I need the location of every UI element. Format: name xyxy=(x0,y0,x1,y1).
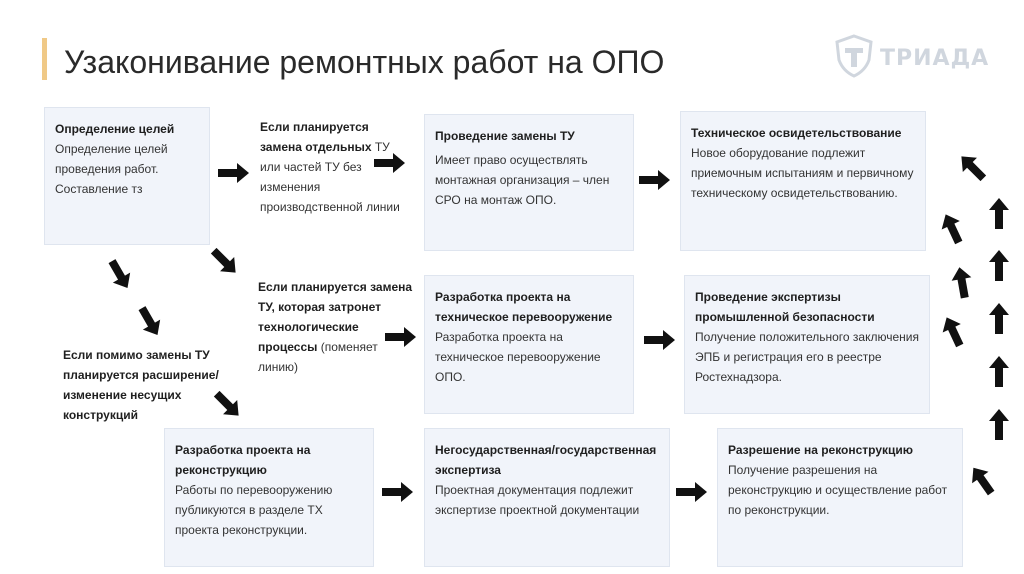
box-state-exam-heading: Негосударственная/государственная экспер… xyxy=(435,443,657,477)
title-accent-bar xyxy=(42,38,47,80)
box-recon-project: Разработка проекта на реконструкцию Рабо… xyxy=(164,428,374,567)
box-replace-body: Имеет право осуществлять монтажная орган… xyxy=(435,153,610,207)
box-state-exam-body: Проектная документация подлежит эксперти… xyxy=(435,483,640,517)
box-recon-project-heading: Разработка проекта на реконструкцию xyxy=(175,443,311,477)
box-epb: Проведение экспертизы промышленной безоп… xyxy=(684,275,930,414)
box-permit-body: Получение разрешения на реконструкцию и … xyxy=(728,463,948,517)
box-tech-exam-heading: Техническое освидетельствование xyxy=(691,126,902,140)
note-process-change: Если планируется замена ТУ, которая затр… xyxy=(258,277,418,377)
box-rearm-project-body: Разработка проекта на техническое перево… xyxy=(435,330,601,384)
box-rearm-project-heading: Разработка проекта на техническое перево… xyxy=(435,290,613,324)
box-epb-heading: Проведение экспертизы промышленной безоп… xyxy=(695,290,875,324)
box-replace: Проведение замены ТУ Имеет право осущест… xyxy=(424,114,634,251)
box-permit: Разрешение на реконструкцию Получение ра… xyxy=(717,428,963,567)
logo: ТРИАДА xyxy=(834,34,989,83)
page-title: Узаконивание ремонтных работ на ОПО xyxy=(64,44,665,80)
box-goals-body: Определение целей проведения работ. Сост… xyxy=(55,142,168,196)
note-partial-replacement-rest: ТУ или частей ТУ без изменения производс… xyxy=(260,140,400,214)
note-structural-change-bold: Если помимо замены ТУ планируется расшир… xyxy=(63,348,219,422)
box-goals: Определение целей Определение целей пров… xyxy=(44,107,210,245)
note-structural-change: Если помимо замены ТУ планируется расшир… xyxy=(63,345,223,425)
box-goals-heading: Определение целей xyxy=(55,122,175,136)
box-state-exam: Негосударственная/государственная экспер… xyxy=(424,428,670,567)
shield-t-icon xyxy=(834,34,874,83)
note-process-change-bold: Если планируется замена ТУ, которая затр… xyxy=(258,280,413,354)
box-rearm-project: Разработка проекта на техническое перево… xyxy=(424,275,634,414)
note-process-change-rest: (поменяет линию) xyxy=(258,340,378,374)
box-tech-exam: Техническое освидетельствование Новое об… xyxy=(680,111,926,251)
box-replace-heading: Проведение замены ТУ xyxy=(435,129,575,143)
note-partial-replacement-bold: Если планируется замена отдельных xyxy=(260,120,372,154)
logo-text: ТРИАДА xyxy=(880,46,990,71)
box-permit-heading: Разрешение на реконструкцию xyxy=(728,443,914,457)
note-partial-replacement: Если планируется замена отдельных ТУ или… xyxy=(260,117,400,217)
box-recon-project-body: Работы по перевооружению публикуются в р… xyxy=(175,483,333,537)
box-epb-body: Получение положительного заключения ЭПБ … xyxy=(695,330,919,384)
box-tech-exam-body: Новое оборудование подлежит приемочным и… xyxy=(691,146,914,200)
